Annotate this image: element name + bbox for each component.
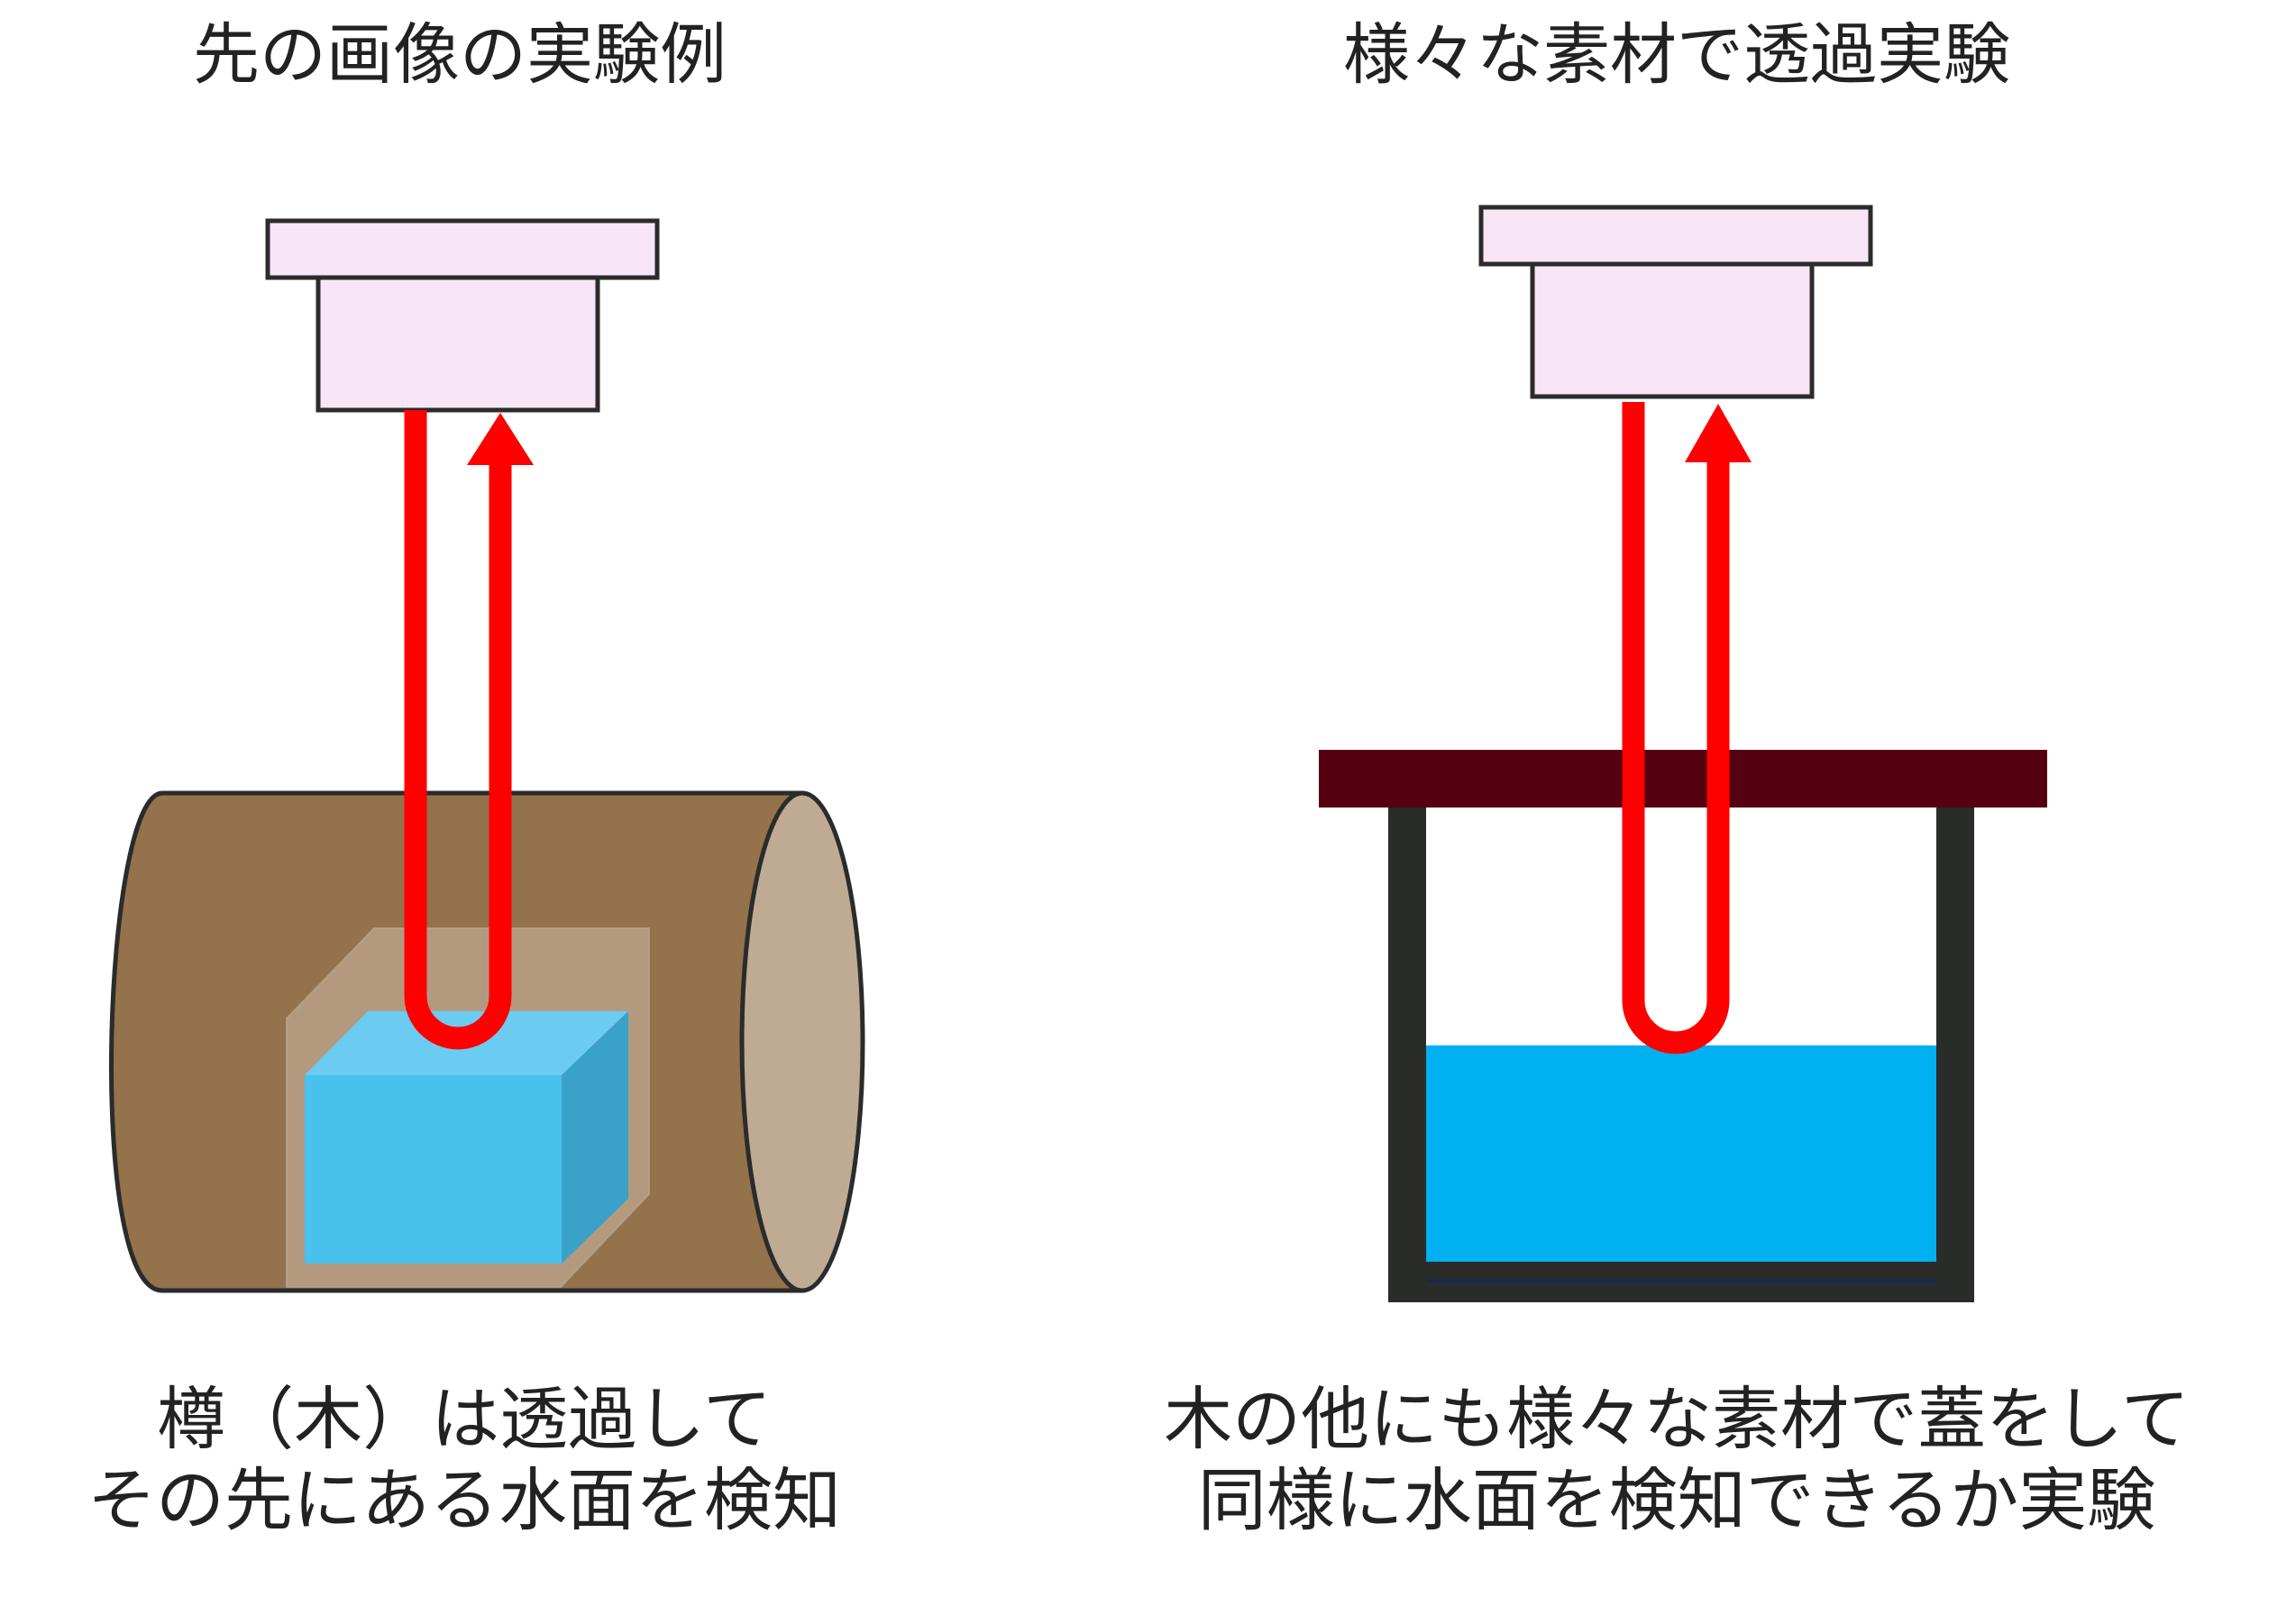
barrel-experiment [109,218,865,1293]
water-cube-side [562,1011,628,1264]
left-signal-path [404,410,512,1050]
right-caption-line-2: 同様に水面を検知できるか実験 [1197,1459,2156,1540]
right-sensor-icon [1478,205,1873,399]
container-icon [1388,799,1974,1302]
lid [1319,750,2047,808]
left-sensor-icon [265,218,660,413]
left-caption-line-2: その先にある水面を検知 [87,1459,841,1540]
left-title: 先の画像の実験例 [193,16,727,94]
left-signal-arrow-icon [404,410,534,1050]
left-sensor-body [316,275,600,413]
right-arrow-head [1685,404,1752,462]
left-caption-line-1: 樽（木）は透過して [157,1379,772,1459]
water-cube-front [305,1075,562,1264]
water-cube-icon [305,1011,628,1264]
water [1424,1045,1938,1262]
left-sensor-cap [265,218,660,280]
translucent-box-edge [286,927,650,1288]
barrel-end [739,790,865,1293]
right-signal-arrow-icon [1622,402,1752,1054]
right-sensor-body [1530,261,1815,399]
container-left-wall [1388,799,1426,1302]
right-signal-path [1622,402,1730,1054]
container-experiment [1319,205,2047,1302]
right-caption-line-1: 木の他にも様々な素材で蓋をして [1164,1379,2190,1459]
right-sensor-cap [1478,205,1873,267]
right-caption: 木の他にも様々な素材で蓋をして 同様に水面を検知できるか実験 [1064,1379,2290,1540]
container-right-wall [1936,799,1974,1302]
right-title: 様々な素材で透過実験 [1343,16,2010,94]
left-arrow-head [467,413,534,465]
left-caption: 樽（木）は透過して その先にある水面を検知 [0,1379,928,1540]
